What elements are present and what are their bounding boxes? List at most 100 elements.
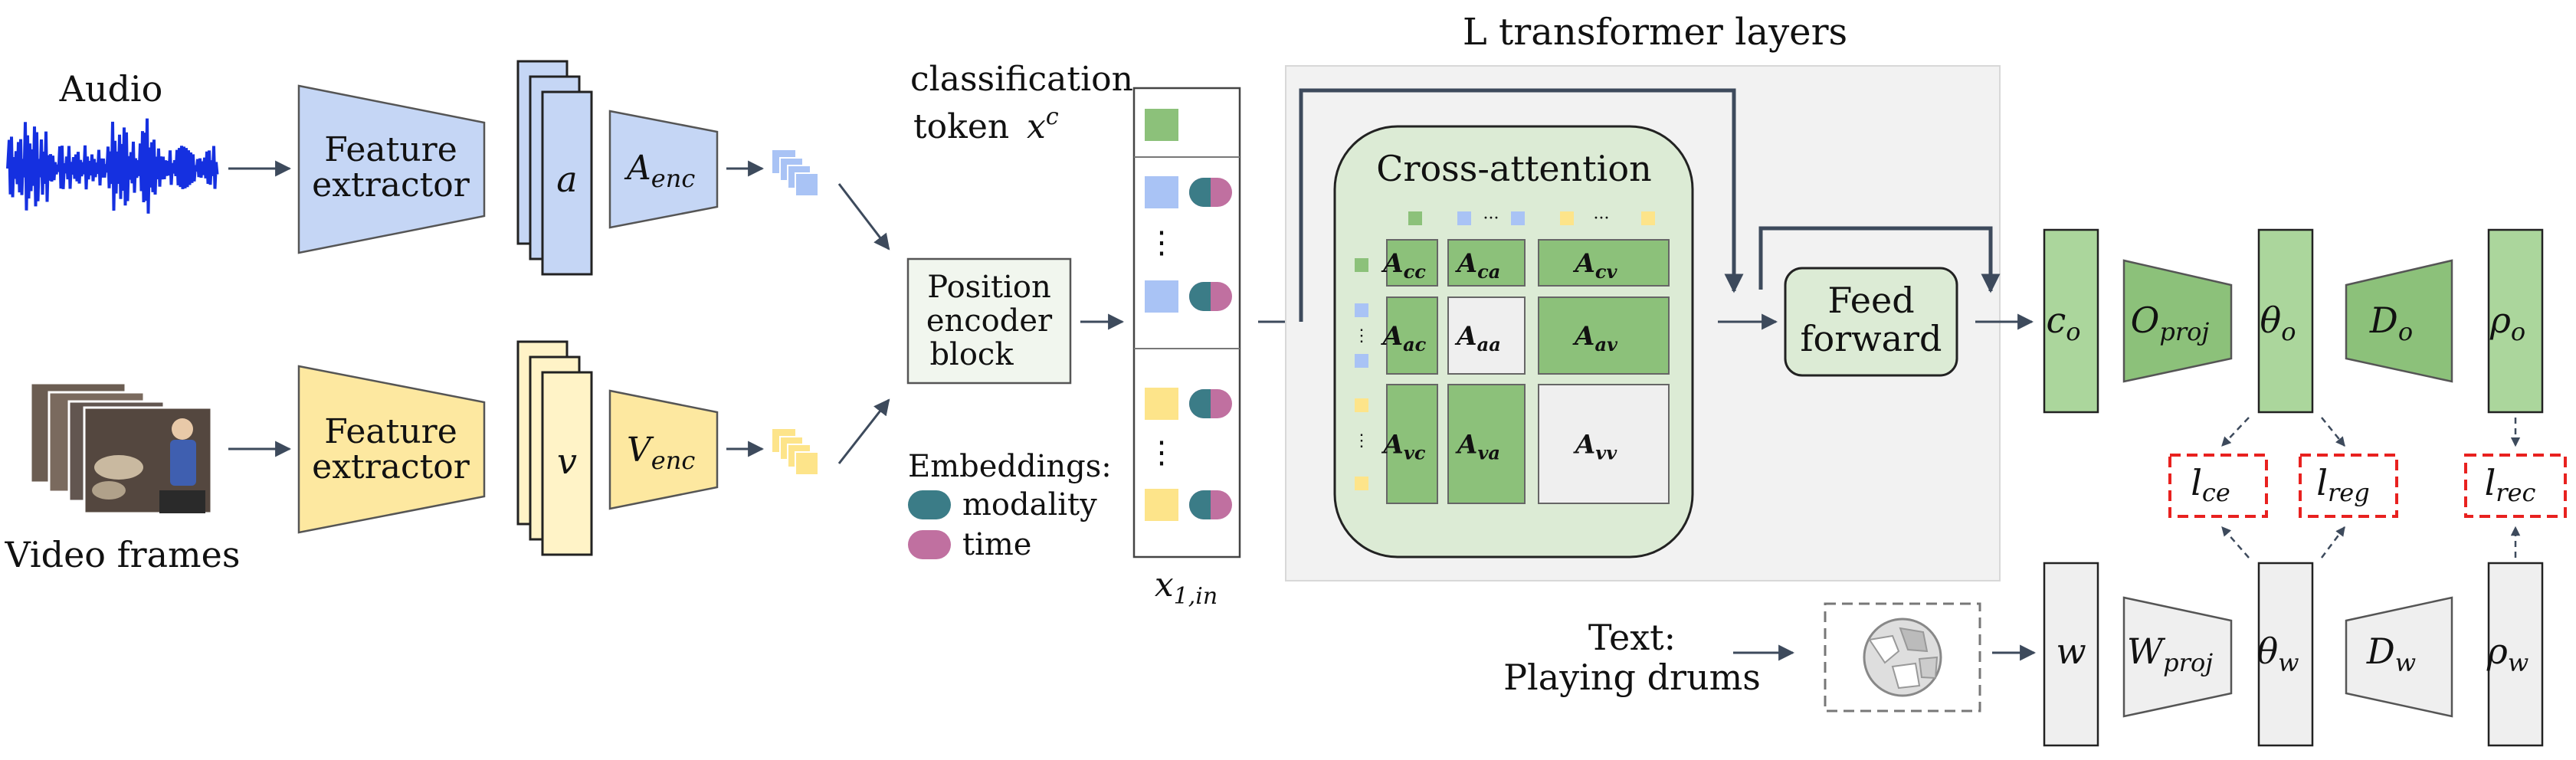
wikipedia-globe-icon [1863,618,1942,697]
audio-tokens-ellipsis: ⋮ [1146,225,1177,260]
loss-arrows [2221,417,2521,559]
audio-token-cell [1145,176,1178,208]
attention-cell-vv: Avv [1538,384,1670,504]
label-D_o: Do [2369,300,2413,346]
modality-label: modality [962,487,1097,522]
svg-text:Aac: Aac [1381,321,1427,355]
embeddings-title: Embeddings: [908,449,1112,484]
label-w: w [2056,631,2086,672]
w-output [2043,562,2099,747]
input-sequence [1132,87,1241,559]
label-l_rec: lrec [2485,462,2536,507]
audio-feature-extractor [297,84,486,254]
attention-cell-vc: Avc [1381,384,1438,504]
w-proj-block [2122,596,2233,718]
video-token-cell [1145,388,1178,420]
svg-text:Ava: Ava [1455,430,1500,464]
residual-connection-1 [1299,88,1744,322]
text-input-line1: Text: [1588,617,1676,658]
video-encoder-label: Venc [627,431,695,475]
attention-cell-ca: Aca [1447,239,1526,287]
embedding-pill [1189,490,1232,519]
loss-ce-box [2168,454,2268,518]
audio-extractor-line2: extractor [312,165,470,205]
attention-cell-cc: Acc [1381,239,1438,287]
embedding-pill [1189,282,1232,311]
svg-text:Aaa: Aaa [1454,321,1501,355]
embedding-pill [1189,178,1232,207]
svg-text:···: ··· [1594,209,1610,228]
audio-extractor-line1: Feature [324,130,457,169]
label-c_o: co [2046,300,2080,346]
embedding-pills [1189,178,1232,519]
label-rho_o: ρo [2489,300,2525,346]
transformer-layers-title: L transformer layers [1463,11,1847,54]
label-rho_w: ρw [2486,631,2528,677]
theta-o-output [2257,228,2314,414]
o-proj-block [2122,259,2233,383]
audio-token-icon [772,150,819,197]
video-encoder [608,389,719,510]
feed-forward-line1: Feed [1827,280,1914,321]
attention-cell-ac: Aac [1381,296,1438,375]
arrow-video-position [837,398,890,464]
modality-embedding-icon [908,490,951,519]
label-theta_o: θo [2260,300,2296,346]
label-l_reg: lreg [2316,462,2369,507]
arrow-audio-position [837,183,890,251]
svg-text:Avv: Avv [1573,430,1617,464]
label-l_ce: lce [2191,462,2230,507]
input-sequence-label: x1,in [1155,565,1218,610]
attention-cell-cv: Acv [1538,239,1670,287]
loss-labels: lce lreg lrec [2191,462,2535,507]
audio-encoder [608,110,719,229]
attention-cell-aa: Aaa [1447,296,1526,375]
svg-text:···: ··· [1483,209,1499,228]
video-feature-extractor [297,365,486,534]
attention-query-tokens: ⋮⋮ [1353,258,1370,490]
classification-symbol: xc [1027,103,1059,146]
class-token-cell [1145,109,1178,141]
audio-token-cell [1145,280,1178,313]
svg-text:Acv: Acv [1573,248,1618,283]
time-embedding-icon [908,530,951,559]
label-W_proj: Wproj [2127,631,2213,677]
video-feature-stack [516,340,593,556]
position-encoder-line2: encoder [926,303,1053,339]
position-encoder-line3: block [929,337,1014,372]
text-input-line2: Playing drums [1503,657,1761,698]
audio-waveform-icon [6,118,219,214]
audio-label: Audio [59,68,163,110]
audio-feature-stack [516,60,593,276]
audio-encoder-label: Aenc [624,149,695,193]
video-feature-symbol: v [557,441,577,482]
d-w-decoder [2345,596,2453,718]
video-tokens-ellipsis: ⋮ [1146,435,1177,470]
loss-rec-box [2464,454,2567,518]
attention-cell-va: Ava [1447,384,1526,504]
audio-feature-symbol: a [556,159,577,200]
rho-w-output [2487,562,2544,747]
video-token-icon [772,429,819,476]
classification-line2: token [913,107,1009,146]
svg-text:Acc: Acc [1381,248,1426,283]
position-encoder-line1: Position [927,270,1050,305]
label-D_w: Dw [2366,631,2416,677]
embedding-pill [1189,389,1232,418]
time-label: time [962,527,1031,562]
video-token-cell [1145,489,1178,521]
video-extractor-line2: extractor [312,447,470,486]
svg-text:⋮: ⋮ [1353,326,1370,346]
residual-connection-2 [1758,226,2001,293]
rho-o-output [2487,228,2544,414]
d-o-decoder [2345,259,2453,383]
video-frames-image [29,382,213,515]
feed-forward-line2: forward [1801,318,1942,359]
video-frames-label: Video frames [5,534,241,575]
c-o-output [2043,228,2099,414]
theta-w-output [2257,562,2314,747]
